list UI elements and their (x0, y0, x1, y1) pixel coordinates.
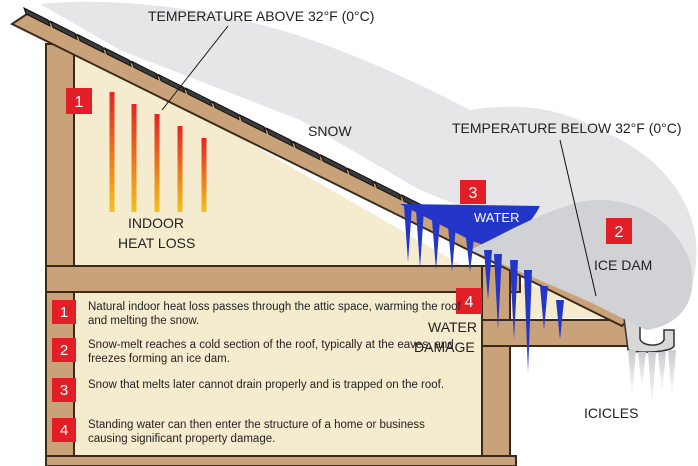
indoor-heat-label-1: INDOOR (128, 215, 184, 231)
legend-text-1: Natural indoor heat loss passes through … (88, 301, 461, 327)
water-drip (484, 250, 492, 300)
legend-item-4: 4 Standing water can then enter the stru… (52, 418, 462, 446)
eave-beam (481, 319, 633, 347)
shingle (104, 47, 132, 68)
water-drip (448, 226, 456, 272)
shingle (293, 140, 321, 161)
icicle (668, 350, 676, 400)
icicle (638, 352, 646, 390)
legend-badge-3: 3 (52, 378, 76, 402)
svg-text:3: 3 (469, 185, 478, 202)
snow-label: SNOW (308, 123, 352, 139)
shingle (131, 60, 159, 81)
shingle (50, 20, 78, 41)
heat-bar (131, 104, 137, 212)
ice-dam-mass (470, 199, 693, 330)
icicles (628, 350, 676, 408)
water-drip (524, 270, 532, 372)
shingle (347, 167, 375, 188)
ice-dam-label: ICE DAM (594, 257, 652, 273)
svg-text:1: 1 (75, 94, 84, 111)
shingle (77, 33, 105, 54)
svg-text:4: 4 (465, 294, 474, 311)
shingle (374, 180, 402, 201)
shingle (23, 7, 51, 27)
shingle (212, 100, 240, 121)
diagram-badge-2: 2 (606, 218, 632, 244)
water-leaks (404, 206, 564, 372)
heat-bar (177, 126, 183, 212)
legend-badge-4: 4 (52, 418, 76, 442)
icicles-label: ICICLES (584, 405, 638, 421)
legend-item-3: 3 Snow that melts later cannot drain pro… (52, 378, 462, 402)
diagram-badge-3: 3 (460, 180, 486, 204)
pointer-temp-above (161, 25, 229, 111)
legend-text-3: Snow that melts later cannot drain prope… (88, 379, 445, 391)
shingle (320, 154, 348, 174)
legend-text-4: Standing water can then enter the struct… (88, 419, 425, 445)
indoor-heat-label-2: HEAT LOSS (118, 235, 195, 251)
water-label: WATER (474, 210, 520, 225)
shingle (185, 87, 213, 108)
pointer-temp-below (559, 139, 597, 297)
heat-loss-bars (109, 92, 207, 212)
heat-bar (109, 92, 115, 212)
attic-space (46, 42, 484, 278)
diagram-badge-1: 1 (66, 88, 92, 114)
water-drip (466, 238, 474, 272)
water-drip (510, 260, 518, 340)
heat-bar (154, 114, 160, 212)
heat-bar (201, 138, 207, 212)
icicle (658, 352, 666, 394)
shingle (239, 113, 267, 134)
legend-badge-1: 1 (52, 300, 76, 324)
svg-text:2: 2 (615, 224, 624, 241)
shingle (266, 127, 294, 148)
ceiling-joist (45, 265, 521, 293)
legend-item-2: 2 Snow-melt reaches a cold section of th… (52, 338, 462, 366)
icicle (628, 350, 636, 400)
water-drip (404, 206, 412, 262)
water-drip (416, 210, 424, 268)
water-drip (432, 220, 440, 270)
legend-text-2: Snow-melt reaches a cold section of the … (88, 339, 454, 365)
temp-above-label: TEMPERATURE ABOVE 32°F (0°C) (148, 8, 374, 24)
water-drip (540, 286, 548, 330)
water-drip (494, 254, 502, 330)
floor-beam (45, 455, 517, 466)
icicle (648, 352, 656, 408)
legend-badge-2: 2 (52, 338, 76, 362)
legend-item-1: 1 Natural indoor heat loss passes throug… (52, 300, 462, 328)
diagram-badge-4: 4 (456, 288, 482, 314)
interior-wall-space (46, 290, 486, 460)
gutter (623, 317, 675, 353)
water-damage-label-2: DAMAGE (414, 339, 475, 355)
water-damage-label-1: WATER (428, 319, 477, 335)
right-post (481, 265, 511, 459)
temp-below-label: TEMPERATURE BELOW 32°F (0°C) (452, 120, 682, 136)
water-drip (556, 300, 564, 340)
